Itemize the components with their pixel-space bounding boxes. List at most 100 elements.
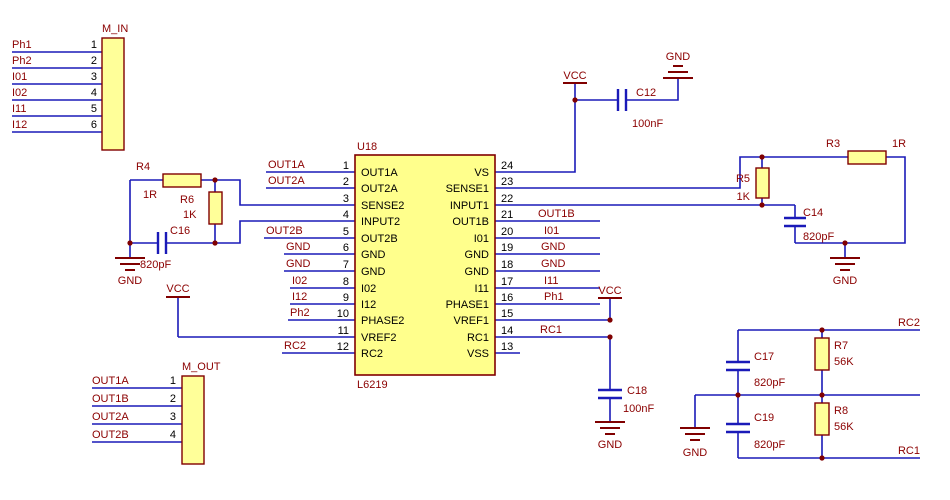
junction-dot <box>819 455 825 461</box>
pin-name: PHASE1 <box>446 299 489 311</box>
net-label: OUT1B <box>538 208 575 220</box>
connector-m-out <box>181 375 205 465</box>
pin-number: 4 <box>91 87 97 99</box>
pin-number: 20 <box>501 226 513 238</box>
value-r6: 1K <box>183 209 197 221</box>
pin-name: INPUT1 <box>450 200 489 212</box>
net-label: I01 <box>544 225 559 237</box>
pin-number: 2 <box>170 393 176 405</box>
net-label: OUT1A <box>92 375 129 387</box>
resistor-r4 <box>162 173 202 188</box>
designator-r8: R8 <box>834 405 848 417</box>
net-label: I02 <box>12 87 27 99</box>
value-r5: 1K <box>737 191 751 203</box>
net-label: OUT2A <box>92 411 129 423</box>
junction-dot <box>607 334 613 340</box>
designator-r6: R6 <box>180 194 194 206</box>
junction-dot <box>572 97 578 103</box>
pin-number: 1 <box>343 160 349 172</box>
designator-r3: R3 <box>826 138 840 150</box>
net-label: OUT1B <box>92 393 129 405</box>
resistor-r8 <box>814 402 830 436</box>
pin-number: 2 <box>343 176 349 188</box>
pin-number: 9 <box>343 292 349 304</box>
power-label-vcc: VCC <box>563 70 586 82</box>
pin-number: 19 <box>501 242 513 254</box>
net-label: GND <box>541 258 566 270</box>
net-label: OUT2B <box>92 429 129 441</box>
pin-name: OUT1A <box>361 167 398 179</box>
pin-name: PHASE2 <box>361 315 404 327</box>
gnd-symbol <box>663 65 693 79</box>
net-label: GND <box>286 258 311 270</box>
junction-dot <box>735 392 741 398</box>
pin-name: RC1 <box>467 332 489 344</box>
pin-number: 11 <box>338 325 349 337</box>
net-label: OUT2B <box>266 225 303 237</box>
value-r7: 56K <box>834 356 854 368</box>
net-label: I12 <box>12 119 27 131</box>
power-label-gnd: GND <box>833 275 858 287</box>
net-label: OUT1A <box>268 159 305 171</box>
pin-number: 18 <box>501 259 513 271</box>
connector-title: M_IN <box>102 23 128 35</box>
value-c17: 820pF <box>754 377 785 389</box>
net-label: I02 <box>292 275 307 287</box>
pin-name: SENSE1 <box>446 183 489 195</box>
pin-number: 12 <box>337 341 349 353</box>
pin-number: 22 <box>501 193 513 205</box>
designator-c17: C17 <box>754 351 774 363</box>
junction-dot <box>212 240 218 246</box>
pin-name: GND <box>361 249 386 261</box>
junction-dot <box>127 240 133 246</box>
net-label: I11 <box>12 103 26 115</box>
pin-name: I12 <box>361 299 376 311</box>
pin-name: OUT2B <box>361 233 398 245</box>
gnd-symbol <box>680 427 710 441</box>
net-label: Ph1 <box>12 39 32 51</box>
capacitor-c16 <box>156 232 168 254</box>
ic-designator: U18 <box>357 141 377 153</box>
pin-name: I02 <box>361 283 376 295</box>
gnd-symbol <box>830 257 860 271</box>
power-label-gnd: GND <box>683 447 708 459</box>
net-label: I11 <box>544 275 558 287</box>
pin-number: 13 <box>501 341 513 353</box>
junction-dot <box>607 317 613 323</box>
net-label-rc2: RC2 <box>898 317 920 329</box>
net-label: I12 <box>292 291 307 303</box>
resistor-r6 <box>208 191 223 225</box>
net-label: I01 <box>12 71 27 83</box>
pin-number: 4 <box>170 429 176 441</box>
designator-r4: R4 <box>136 161 150 173</box>
pin-number: 3 <box>170 411 176 423</box>
capacitor-c14 <box>784 216 806 228</box>
capacitor-c17 <box>726 360 750 372</box>
pin-name: I11 <box>475 283 489 295</box>
pin-number: 3 <box>91 71 97 83</box>
pin-number: 17 <box>501 276 513 288</box>
pin-name: GND <box>465 266 490 278</box>
net-label: Ph2 <box>290 307 310 319</box>
net-label: GND <box>286 241 311 253</box>
connector-m-in <box>101 37 125 151</box>
value-r4: 1R <box>143 189 157 201</box>
capacitor-c12 <box>616 89 628 111</box>
power-label-vcc: VCC <box>598 285 621 297</box>
pin-number: 6 <box>343 242 349 254</box>
gnd-symbol <box>115 257 145 271</box>
pin-number: 5 <box>343 226 349 238</box>
ic-body-u18 <box>354 154 496 376</box>
pin-number: 1 <box>170 375 176 387</box>
pin-number: 14 <box>501 325 513 337</box>
junction-dot <box>819 392 825 398</box>
junction-dot <box>759 202 765 208</box>
pin-number: 7 <box>343 259 349 271</box>
value-c16: 820pF <box>140 259 171 271</box>
pin-name: OUT2A <box>361 183 398 195</box>
pin-number: 6 <box>91 119 97 131</box>
pin-number: 10 <box>337 308 349 320</box>
pin-number: 2 <box>91 55 97 67</box>
pin-number: 21 <box>501 209 513 221</box>
designator-c16: C16 <box>170 225 190 237</box>
